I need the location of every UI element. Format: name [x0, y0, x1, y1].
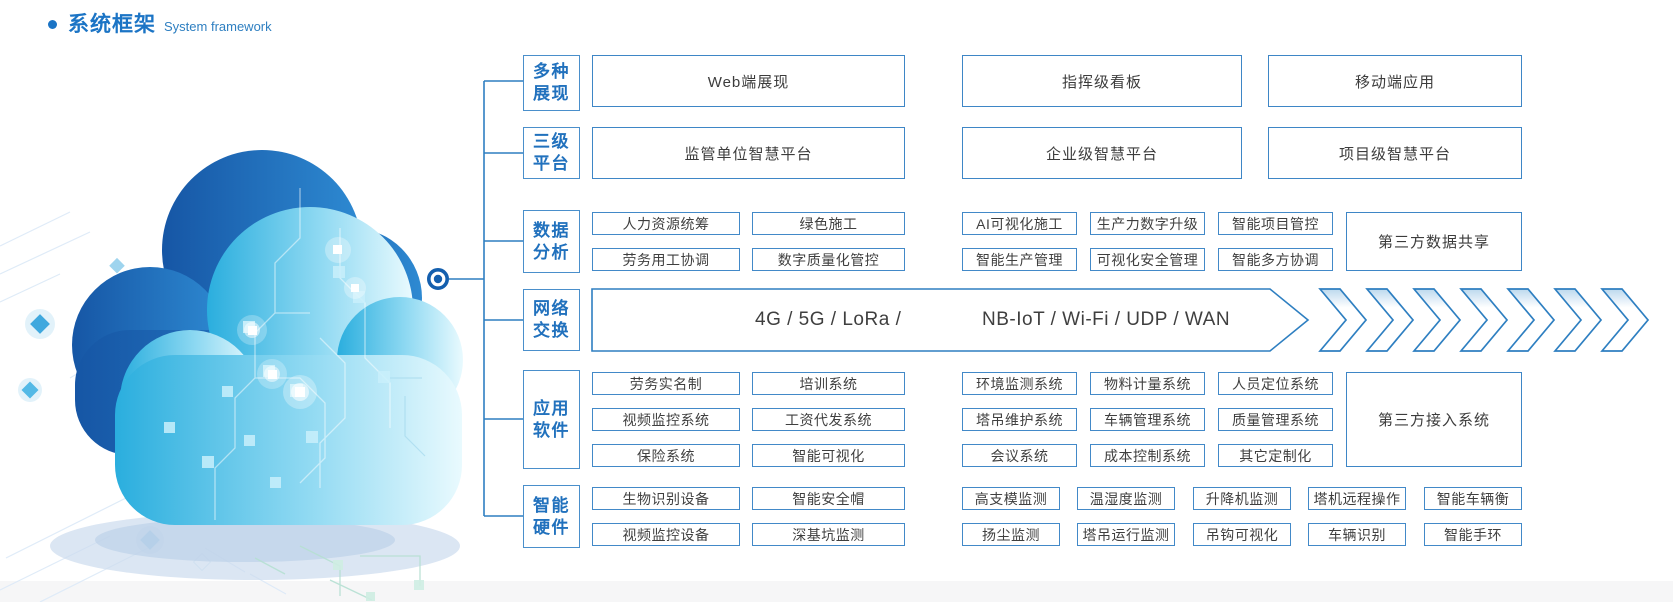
title-bullet-icon [48, 19, 57, 29]
category-box-platform: 三级 平台 [523, 127, 580, 179]
diagram-box: 保险系统 [592, 444, 740, 467]
diagram-box: 生物识别设备 [592, 487, 740, 510]
diagram-box: 智能项目管控 [1218, 212, 1333, 235]
diagram-box: 工资代发系统 [752, 408, 905, 431]
diagram-box: 温湿度监测 [1077, 487, 1175, 510]
diagram-box: 吊钩可视化 [1193, 523, 1291, 546]
diagram-box: 高支模监测 [962, 487, 1060, 510]
diagram-box: 智能车辆衡 [1424, 487, 1522, 510]
diagram-box: 项目级智慧平台 [1268, 127, 1522, 179]
diagram-box: 培训系统 [752, 372, 905, 395]
page-title-zh: 系统框架 [68, 13, 156, 36]
diagram-box: 塔吊维护系统 [962, 408, 1077, 431]
network-band-text-left: 4G / 5G / LoRa / [755, 309, 902, 330]
diagram-box: 物料计量系统 [1090, 372, 1205, 395]
diagram-box: 塔机远程操作 [1308, 487, 1406, 510]
diagram-box: 指挥级看板 [962, 55, 1242, 107]
bottom-divider [0, 581, 1673, 602]
diagram-box: 智能可视化 [752, 444, 905, 467]
diagram-box: 绿色施工 [752, 212, 905, 235]
diagram-box: 扬尘监测 [962, 523, 1060, 546]
diagram-box: 可视化安全管理 [1090, 248, 1205, 271]
page-title-en: System framework [164, 19, 272, 34]
diagram-box: 人员定位系统 [1218, 372, 1333, 395]
diagram-box: 环境监测系统 [962, 372, 1077, 395]
diagram-box: 会议系统 [962, 444, 1077, 467]
diagram-box: 人力资源统筹 [592, 212, 740, 235]
diagram-box: 智能安全帽 [752, 487, 905, 510]
diagram-box: 视频监控设备 [592, 523, 740, 546]
diagram-box: 劳务实名制 [592, 372, 740, 395]
diagram-box: 车辆管理系统 [1090, 408, 1205, 431]
diagram-box: 塔吊运行监测 [1077, 523, 1175, 546]
diagram-box: 生产力数字升级 [1090, 212, 1205, 235]
diagram-box: 深基坑监测 [752, 523, 905, 546]
diagram-box: 第三方数据共享 [1346, 212, 1522, 271]
diagram-box: 第三方接入系统 [1346, 372, 1522, 467]
page-title: 系统框架 System framework [48, 8, 272, 38]
diagram-box: 车辆识别 [1308, 523, 1406, 546]
diagram-box: 升降机监测 [1193, 487, 1291, 510]
diagram-box: 企业级智慧平台 [962, 127, 1242, 179]
cloud-illustration [0, 150, 463, 602]
category-box-display: 多种 展现 [523, 55, 580, 111]
diagram-box: 智能多方协调 [1218, 248, 1333, 271]
category-box-data: 数据 分析 [523, 210, 580, 273]
cloud-node-icon [426, 267, 449, 290]
diagram-box: AI可视化施工 [962, 212, 1077, 235]
diagram-box: 成本控制系统 [1090, 444, 1205, 467]
diagram-box: Web端展现 [592, 55, 905, 107]
diagram-box: 移动端应用 [1268, 55, 1522, 107]
diagram-box: 智能生产管理 [962, 248, 1077, 271]
category-box-network: 网络 交换 [523, 289, 580, 351]
diagram-box: 其它定制化 [1218, 444, 1333, 467]
diagram-box: 视频监控系统 [592, 408, 740, 431]
diagram-box: 质量管理系统 [1218, 408, 1333, 431]
diagram-box: 智能手环 [1424, 523, 1522, 546]
chevron-arrows-icon [1318, 288, 1650, 352]
diagram-box: 监管单位智慧平台 [592, 127, 905, 179]
network-band-text-right: NB-IoT / Wi-Fi / UDP / WAN [982, 309, 1231, 330]
diagram-box: 数字质量化管控 [752, 248, 905, 271]
category-box-hardware: 智能 硬件 [523, 485, 580, 548]
diagram-box: 劳务用工协调 [592, 248, 740, 271]
category-box-apps: 应用 软件 [523, 370, 580, 469]
